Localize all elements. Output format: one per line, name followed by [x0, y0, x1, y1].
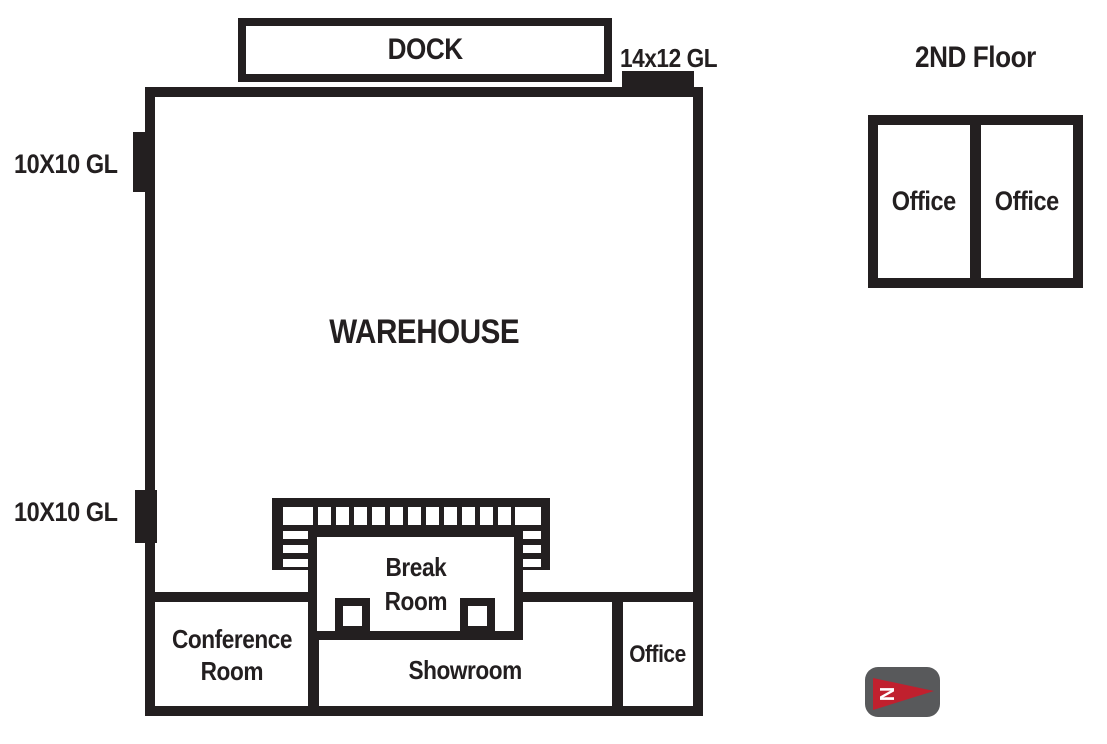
stairs-cap-right	[515, 507, 541, 525]
dock-label: DOCK	[387, 33, 463, 66]
overhead-door-top-label: 14x12 GL	[620, 42, 718, 73]
wall-front-rooms-top-right	[512, 592, 703, 602]
north-letter: N	[875, 687, 897, 701]
conference-room-label-line2: Room	[200, 655, 264, 686]
dock-room: DOCK	[238, 18, 612, 82]
overhead-door-left-lower-label: 10X10 GL	[14, 496, 118, 527]
north-arrow-icon: N	[865, 667, 940, 717]
wall-divider-office	[612, 592, 623, 716]
overhead-door-left-lower	[135, 490, 157, 543]
stairs-cap-left	[283, 507, 313, 525]
office-label: Office	[629, 641, 687, 668]
break-room-post-left	[335, 598, 370, 634]
conference-room-label: Conference Room	[155, 624, 309, 687]
second-floor-plan: Office Office	[868, 115, 1083, 288]
north-compass-logo: N	[865, 667, 940, 717]
wall-divider-conference	[308, 592, 319, 716]
break-room-label-line1: Break	[385, 551, 446, 582]
break-room-post-right	[460, 598, 495, 634]
warehouse-label: WAREHOUSE	[328, 312, 520, 351]
showroom-label: Showroom	[408, 654, 523, 685]
second-floor-divider-wall	[970, 125, 981, 278]
second-floor-title: 2ND Floor	[915, 41, 1036, 74]
conference-room-label-line1: Conference	[171, 624, 293, 654]
wall-front-rooms-top-left	[145, 592, 318, 602]
second-floor-office-left: Office	[892, 186, 956, 216]
stairs-squares-row	[318, 507, 515, 525]
break-room-label-line2: Room	[384, 586, 447, 616]
overhead-door-left-upper	[133, 132, 155, 192]
overhead-door-left-upper-label: 10X10 GL	[14, 148, 118, 179]
second-floor-office-right: Office	[995, 186, 1059, 216]
